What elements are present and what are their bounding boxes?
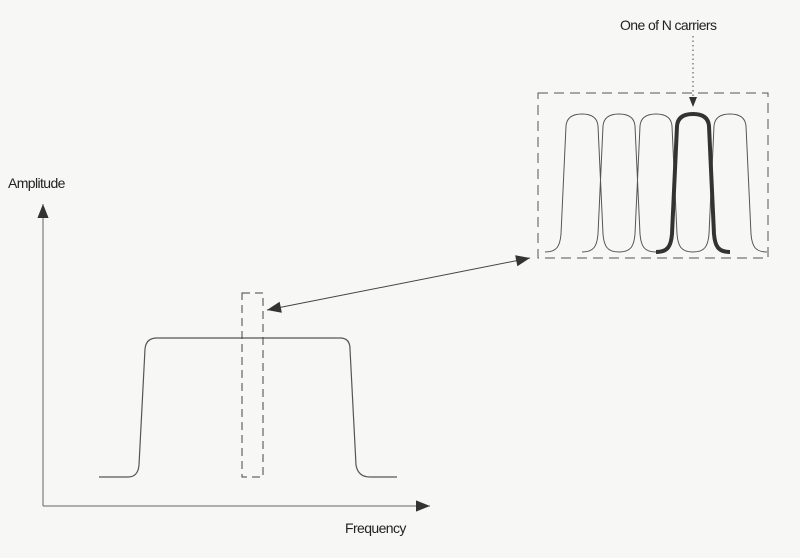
carrier-callout-label: One of N carriers [620,17,717,33]
y-axis-label: Amplitude [8,175,66,191]
subcarrier [618,113,694,253]
carrier-window-box [241,292,264,478]
zoom-double-arrow [266,255,531,313]
composite-spectrum-curve [99,337,397,478]
subcarrier [544,113,620,253]
carrier-group [544,111,768,254]
highlighted-carrier [655,111,731,254]
subcarrier [581,113,657,253]
subcarrier [692,113,768,253]
zoomed-carriers-box [537,92,769,259]
x-axis-label: Frequency [345,520,406,536]
